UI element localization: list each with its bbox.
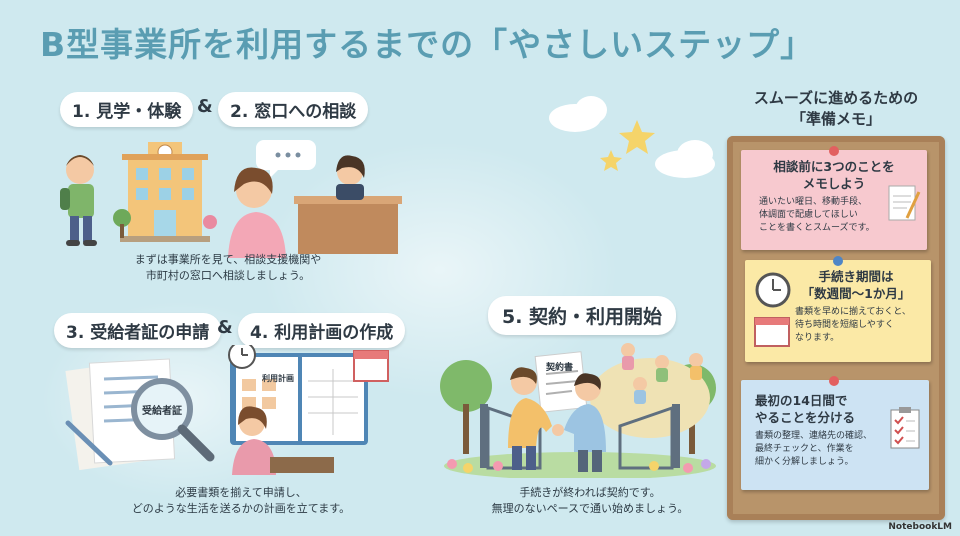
brand-label: NotebookLM	[888, 522, 952, 532]
memo-title: スムーズに進めるための 「準備メモ」	[727, 88, 945, 130]
caption-line: まずは事業所を見て、相談支援機関や	[134, 253, 322, 266]
consultation-scene	[228, 140, 402, 258]
note-body-line: 体調面で配慮してほしい	[759, 210, 858, 220]
note-body: 書類を早めに揃えておくと、 待ち時間を短縮しやすく なります。	[795, 306, 931, 345]
note-body-line: 書類を早めに揃えておくと、	[795, 307, 911, 317]
caption-line: どのような生活を送るかの計画を立てます。	[131, 502, 351, 515]
step-12-caption: まずは事業所を見て、相談支援機関や 市町村の窓口へ相談しましょう。	[98, 252, 358, 284]
step-4-label: 4. 利用計画の作成	[238, 313, 406, 348]
note-heading: 相談前に3つのことを メモしよう	[741, 158, 927, 192]
note-heading: 最初の14日間で やることを分ける	[755, 392, 929, 426]
memo-note-1: 相談前に3つのことを メモしよう 通いたい曜日、移動手段、 体調面で配慮してほし…	[741, 146, 927, 250]
star-icon	[619, 120, 655, 154]
memo-note-2: 手続き期間は 「数週間〜1か月」 書類を早めに揃えておくと、 待ち時間を短縮しや…	[745, 256, 931, 362]
memo-note-3: 最初の14日間で やることを分ける 書類の整理、連絡先の確認、 最終チェックと、…	[741, 376, 929, 490]
note-heading-line: 「数週間〜1か月」	[801, 286, 911, 301]
step-5-label: 5. 契約・利用開始	[488, 296, 677, 335]
building-icon	[113, 142, 217, 242]
ampersand: &	[197, 96, 213, 117]
checklist-icon	[890, 407, 920, 449]
note-heading-line: 最初の14日間で	[755, 393, 848, 408]
step-5-caption: 手続きが終われば契約です。 無理のないペースで通い始めましょう。	[470, 485, 710, 517]
note-body-line: 待ち時間を短縮しやすく	[795, 320, 894, 330]
note-body-line: ことを書くとスムーズです。	[759, 223, 875, 233]
note-heading-line: メモしよう	[802, 176, 866, 191]
caption-line: 手続きが終われば契約です。	[519, 486, 661, 499]
cloud-icon	[549, 96, 607, 132]
memo-pad-icon	[888, 185, 921, 221]
note-heading-line: 相談前に3つのことを	[773, 159, 895, 174]
student-figure	[60, 155, 97, 246]
step-34-illustration	[65, 345, 389, 475]
step-1-label: 1. 見学・体験	[60, 92, 194, 127]
clock-calendar-icon	[754, 272, 791, 347]
pin-icon	[829, 376, 839, 386]
contract-label: 契約書	[546, 363, 574, 373]
ampersand: &	[217, 317, 233, 338]
note-body-line: 通いたい曜日、移動手段、	[759, 197, 868, 207]
note-body: 書類の整理、連絡先の確認、 最終チェックと、作業を 細かく分解しましょう。	[755, 430, 929, 469]
memo-title-line: スムーズに進めるための	[753, 89, 919, 107]
step-34-caption: 必要書類を揃えて申請し、 どのような生活を送るかの計画を立てます。	[96, 485, 386, 517]
sky-decoration	[549, 96, 715, 178]
pin-icon	[829, 146, 839, 156]
memo-title-line: 「準備メモ」	[790, 110, 881, 128]
star-icon	[600, 150, 622, 171]
page-title: B型事業所を利用するまでの「やさしいステップ」	[40, 25, 815, 64]
note-heading-line: やることを分ける	[755, 410, 856, 425]
note-body-line: 書類の整理、連絡先の確認、	[755, 431, 873, 441]
step-3-label: 3. 受給者証の申請	[54, 313, 222, 348]
step-12-illustration	[60, 140, 402, 258]
pin-icon	[833, 256, 843, 266]
note-heading-line: 手続き期間は	[818, 269, 894, 284]
note-body-line: 細かく分解しましょう。	[755, 457, 854, 467]
cloud-icon	[655, 140, 715, 178]
caption-line: 市町村の窓口へ相談しましょう。	[145, 269, 311, 282]
note-body-line: なります。	[795, 333, 840, 343]
activity-people	[621, 343, 703, 404]
certificate-label: 受給者証	[142, 406, 182, 417]
caption-line: 無理のないペースで通い始めましょう。	[491, 502, 689, 515]
handshake-people	[508, 367, 606, 472]
step-5-illustration	[440, 343, 716, 478]
writing-person	[232, 406, 334, 475]
magnifier-icon	[131, 378, 215, 462]
plan-label: 利用計画	[262, 374, 294, 383]
note-body-line: 最終チェックと、作業を	[755, 444, 854, 454]
flowers	[447, 459, 711, 473]
step-2-label: 2. 窓口への相談	[218, 92, 369, 127]
caption-line: 必要書類を揃えて申請し、	[175, 486, 307, 499]
note-body: 通いたい曜日、移動手段、 体調面で配慮してほしい ことを書くとスムーズです。	[759, 196, 927, 235]
note-heading: 手続き期間は 「数週間〜1か月」	[781, 268, 931, 302]
